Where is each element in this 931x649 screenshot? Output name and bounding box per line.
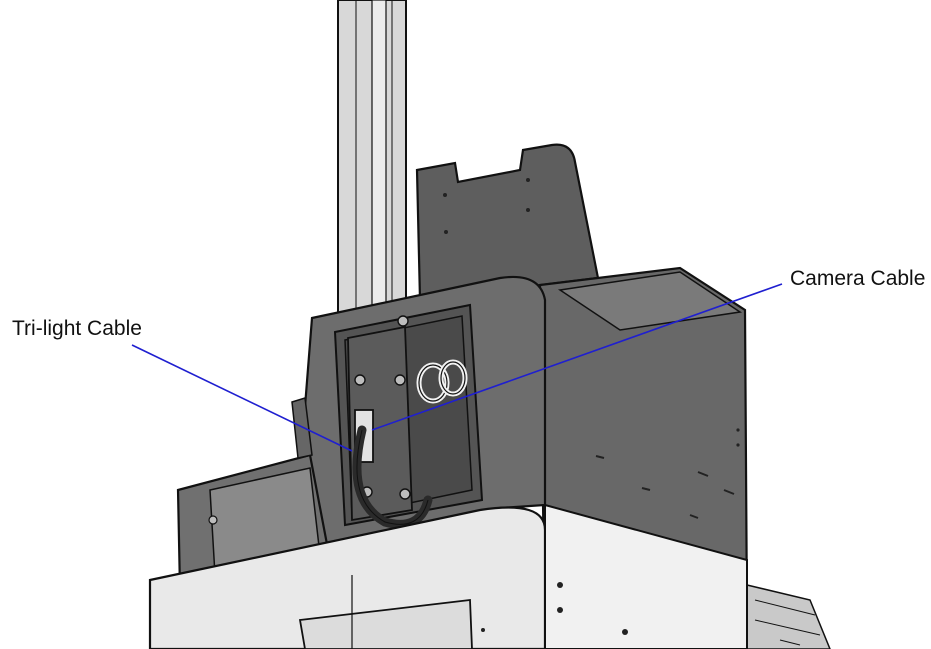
- right-rail: [746, 584, 831, 649]
- trilight-cable-leader-line: [131, 344, 353, 452]
- front-housing: [298, 275, 547, 562]
- lower-cabinet: [148, 503, 748, 649]
- back-mounting-plate: [415, 143, 600, 302]
- camera-cable-leader-line: [371, 283, 783, 431]
- camera-cable-label: Camera Cable: [790, 267, 926, 290]
- vertical-pole: [337, 0, 407, 321]
- trilight-cable-label: Tri-light Cable: [12, 317, 142, 340]
